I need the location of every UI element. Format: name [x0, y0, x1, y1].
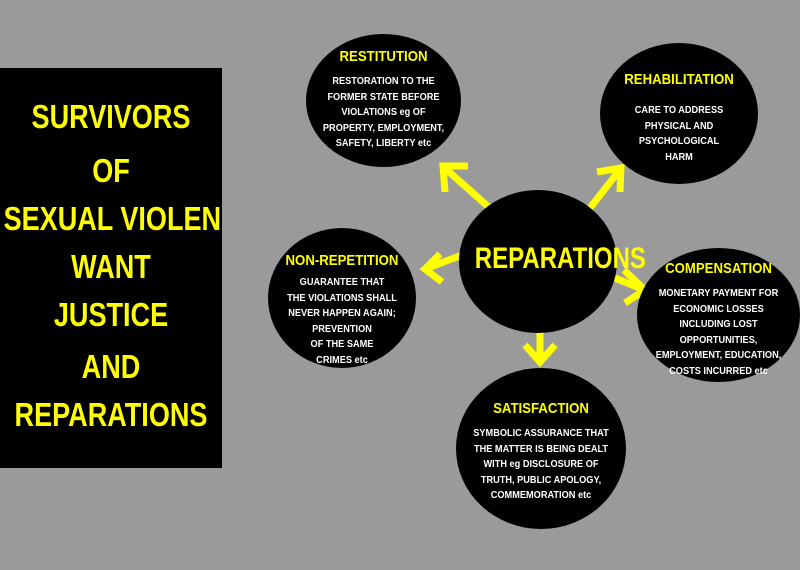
restitution-title: RESTITUTION	[339, 48, 428, 65]
headline-line-sexual-violence: SEXUAL VIOLENCE	[3, 200, 222, 237]
rehabilitation-body: CARE TO ADDRESS PHYSICAL AND PSYCHOLOGIC…	[634, 105, 724, 163]
node-compensation: COMPENSATION MONETARY PAYMENT FOR ECONOM…	[637, 248, 800, 382]
arrow-to-non-repetition	[419, 251, 464, 285]
restitution-body: RESTORATION TO THE FORMER STATE BEFORE V…	[322, 76, 445, 149]
compensation-body: MONETARY PAYMENT FOR ECONOMIC LOSSES INC…	[655, 288, 782, 377]
headline-line-reparations: REPARATIONS	[14, 396, 208, 433]
headline-line-of: OF	[92, 152, 130, 189]
headline-panel: SURVIVORS OF SEXUAL VIOLENCE WANT JUSTIC…	[0, 68, 222, 468]
reparations-label: REPARATIONS	[474, 242, 646, 275]
rehabilitation-title: REHABILITATION	[624, 71, 734, 88]
arrow-to-restitution	[439, 162, 495, 213]
compensation-title: COMPENSATION	[665, 260, 772, 277]
satisfaction-title: SATISFACTION	[493, 400, 589, 417]
headline-line-want: WANT	[71, 248, 151, 285]
headline-line-justice: JUSTICE	[53, 296, 169, 333]
non-repetition-body: GUARANTEE THAT THE VIOLATIONS SHALL NEVE…	[287, 277, 397, 366]
node-satisfaction: SATISFACTION SYMBOLIC ASSURANCE THAT THE…	[456, 368, 626, 529]
headline-line-and: AND	[81, 348, 141, 385]
node-restitution: RESTITUTION RESTORATION TO THE FORMER ST…	[306, 34, 461, 167]
arrow-to-rehabilitation	[587, 163, 625, 211]
satisfaction-body: SYMBOLIC ASSURANCE THAT THE MATTER IS BE…	[473, 428, 609, 501]
node-rehabilitation: REHABILITATION CARE TO ADDRESS PHYSICAL …	[600, 43, 758, 184]
node-reparations-center: REPARATIONS	[459, 190, 646, 333]
non-repetition-title: NON-REPETITION	[285, 252, 399, 269]
node-non-repetition: NON-REPETITION GUARANTEE THAT THE VIOLAT…	[268, 228, 416, 368]
headline-line-survivors: SURVIVORS	[31, 98, 191, 135]
